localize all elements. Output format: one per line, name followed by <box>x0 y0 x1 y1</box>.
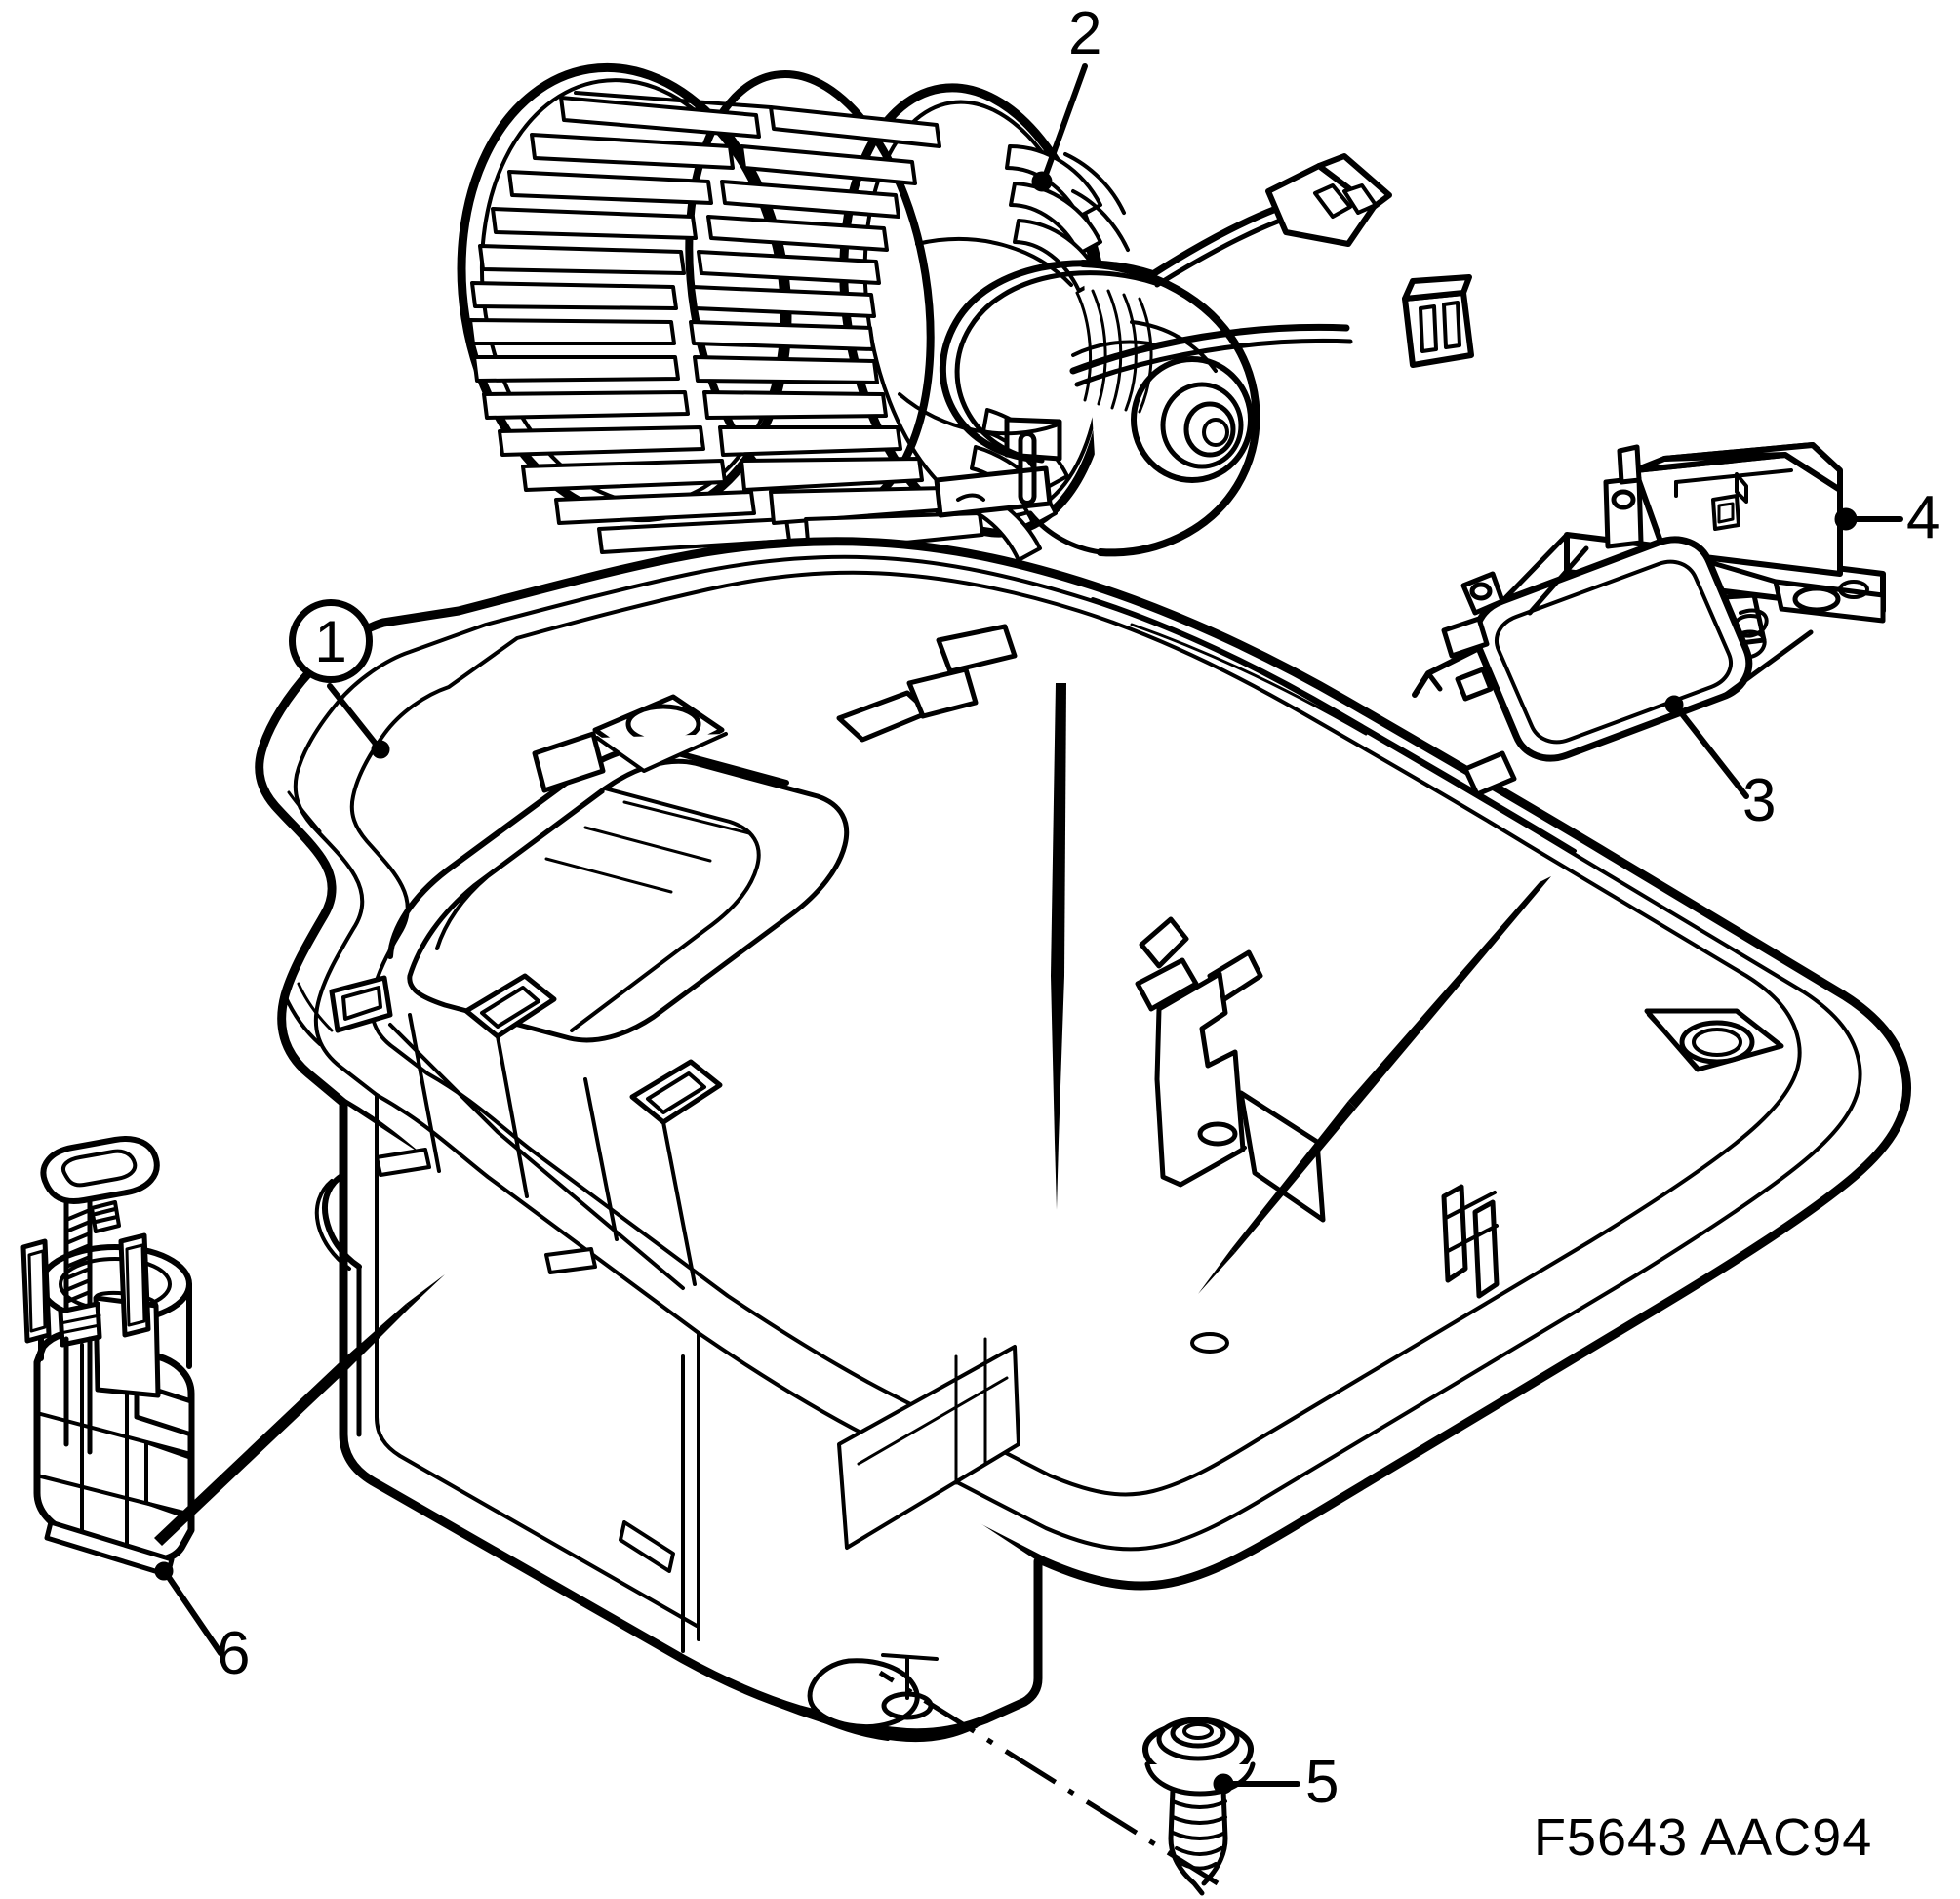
callout-6-label: 6 <box>217 1620 251 1687</box>
callout-1-label: 1 <box>314 608 347 674</box>
callout-3-label: 3 <box>1742 767 1777 834</box>
leader-lines <box>154 63 1903 1795</box>
callout-1-circle: 1 <box>289 599 373 683</box>
actuator-part <box>20 1136 195 1578</box>
assembly-arrows <box>154 683 1551 1546</box>
blower-housing <box>255 537 1912 1743</box>
callout-5-label: 5 <box>1305 1749 1340 1816</box>
callout-4-label: 4 <box>1906 484 1940 551</box>
resistor-and-connector <box>1412 442 1886 797</box>
callout-2-label: 2 <box>1068 0 1102 67</box>
blower-assembly <box>457 62 1474 562</box>
diagram-caption: F5643 AAC94 <box>1534 1808 1873 1867</box>
screw-part <box>1142 1717 1256 1896</box>
screw-centerline <box>878 1670 1220 1886</box>
